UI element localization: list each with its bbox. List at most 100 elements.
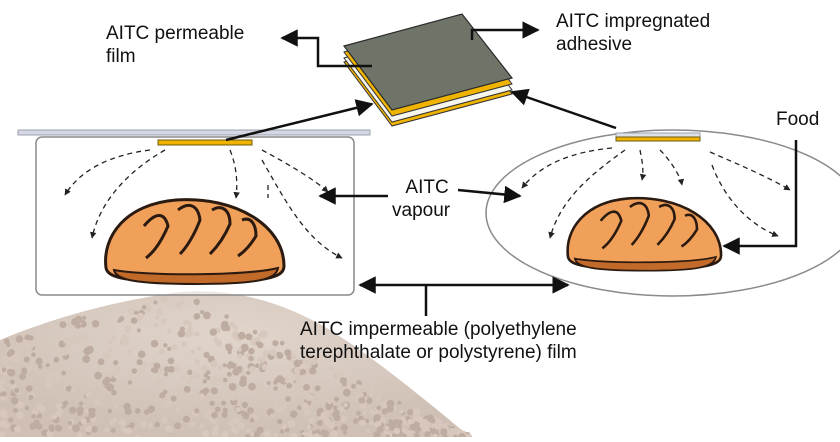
seed-dot xyxy=(232,391,237,396)
seed-dot xyxy=(415,412,421,418)
seed-dot xyxy=(37,364,43,369)
seed-dot xyxy=(237,422,246,430)
seed-dot xyxy=(23,356,30,363)
seed-dot xyxy=(6,351,13,358)
seed-dot xyxy=(177,330,185,338)
seed-dot xyxy=(31,352,36,357)
seed-dot xyxy=(121,397,126,402)
seed-dot xyxy=(396,419,403,426)
seed-dot xyxy=(160,295,169,304)
seed-dot xyxy=(137,368,143,374)
seed-dot xyxy=(127,307,135,315)
seed-dot xyxy=(120,338,129,346)
seed-dot xyxy=(320,411,329,420)
seed-dot xyxy=(136,359,143,366)
seed-dot xyxy=(16,411,25,420)
seed-dot xyxy=(282,403,288,408)
seed-dot xyxy=(167,346,172,351)
seed-dot xyxy=(196,346,202,351)
seed-dot xyxy=(333,409,340,416)
seed-dot xyxy=(170,395,177,402)
seed-dot xyxy=(356,384,361,389)
seed-dot xyxy=(217,364,224,371)
seed-dot xyxy=(133,383,140,390)
seed-dot xyxy=(176,407,181,412)
seed-dot xyxy=(362,410,368,415)
seed-dot xyxy=(198,393,205,401)
seed-dot xyxy=(230,362,237,369)
seed-dot xyxy=(153,322,159,328)
seed-dot xyxy=(193,371,199,377)
seed-dot xyxy=(113,360,119,366)
seed-dot xyxy=(248,348,255,355)
seed-dot xyxy=(210,376,219,384)
seed-dot xyxy=(209,328,217,336)
seed-dot xyxy=(179,300,184,306)
seed-dot xyxy=(82,315,87,320)
seed-dot xyxy=(279,340,285,346)
seed-dot xyxy=(180,375,185,380)
seed-dot xyxy=(64,343,71,350)
seed-dot xyxy=(399,409,404,414)
seed-dot xyxy=(6,342,11,348)
seed-dot xyxy=(190,422,195,427)
seed-dot xyxy=(330,430,338,438)
seed-dot xyxy=(41,347,50,355)
seed-dot xyxy=(221,393,228,401)
seed-dot xyxy=(397,400,402,405)
seed-dot xyxy=(86,381,94,389)
seed-dot xyxy=(163,343,168,348)
seed-dot xyxy=(214,406,221,413)
seed-dot xyxy=(248,365,256,373)
seed-dot xyxy=(114,368,119,373)
seed-dot xyxy=(202,379,207,384)
seed-dot xyxy=(440,428,448,436)
seed-dot xyxy=(240,410,246,416)
seed-dot xyxy=(229,321,235,327)
seed-dot xyxy=(160,318,167,325)
seed-dot xyxy=(24,405,30,411)
seed-dot xyxy=(187,325,194,332)
seed-dot xyxy=(273,386,278,391)
seed-dot xyxy=(13,407,18,413)
seed-dot xyxy=(67,420,73,426)
seed-dot xyxy=(124,325,132,334)
seed-dot xyxy=(294,381,302,389)
seed-dot xyxy=(306,424,312,430)
seed-dot xyxy=(371,389,376,394)
seed-dot xyxy=(247,407,254,414)
label-line: AITC impermeable (polyethylene xyxy=(300,319,577,340)
seed-dot xyxy=(125,427,132,435)
seed-dot xyxy=(152,367,159,374)
seed-dot xyxy=(220,430,229,439)
seed-dot xyxy=(305,354,310,359)
seed-dot xyxy=(231,395,237,401)
seed-dot xyxy=(166,328,172,333)
seed-dot xyxy=(339,377,347,385)
seed-dot xyxy=(328,366,334,371)
seed-dot xyxy=(147,405,156,413)
seed-dot xyxy=(111,389,117,396)
seed-dot xyxy=(203,412,210,419)
label-line: AITC permeable xyxy=(106,23,245,44)
seed-dot xyxy=(299,368,307,375)
seed-dot xyxy=(111,334,117,340)
seed-dot xyxy=(423,421,431,429)
seed-dot xyxy=(287,420,295,428)
seed-dot xyxy=(174,422,182,430)
seed-dot xyxy=(316,420,323,426)
seed-dot xyxy=(384,430,389,436)
seed-dot xyxy=(270,413,275,418)
seed-dot xyxy=(241,401,248,408)
seed-dot xyxy=(333,396,340,402)
seed-dot xyxy=(308,416,316,425)
seed-dot xyxy=(141,305,147,310)
seed-dot xyxy=(228,420,235,427)
seed-dot xyxy=(75,367,81,373)
label-line: film xyxy=(106,46,136,67)
seed-dot xyxy=(316,408,321,414)
seed-dot xyxy=(188,375,194,381)
seed-dot xyxy=(187,321,192,326)
seed-dot xyxy=(153,300,158,305)
